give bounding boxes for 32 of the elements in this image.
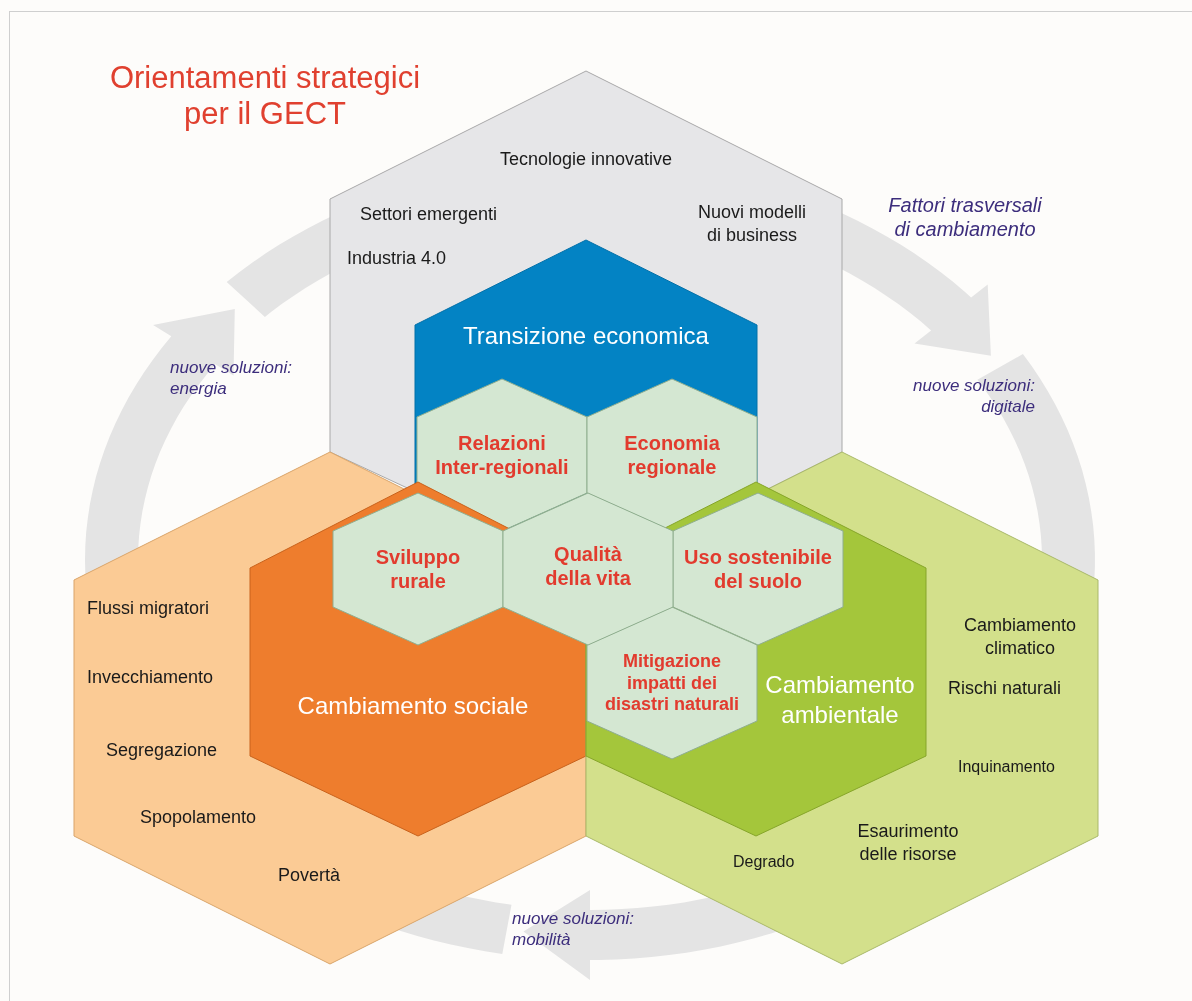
factor-label: Segregazione (106, 739, 218, 762)
factor-label: Tecnologie innovative (499, 148, 673, 172)
hexagon-label: Economia regionale (623, 431, 721, 479)
title: Orientamenti strategici per il GECT (108, 60, 422, 132)
hexagon-label: Sviluppo rurale (374, 545, 462, 593)
hexagon-label: Qualità della vita (544, 542, 632, 590)
factor-label: Nuovi modelli di business (696, 200, 807, 247)
factor-label: Povertà (278, 864, 341, 887)
hexagon-title: Cambiamento sociale (297, 691, 529, 721)
hexagon-cell (503, 493, 673, 645)
hexagon-label: Relazioni Inter-regionali (434, 431, 570, 479)
factor-label: Inquinamento (958, 757, 1055, 777)
hexagon-cell (673, 493, 843, 645)
hexagon-cell (333, 493, 503, 645)
solution-label: nuove soluzioni: energia (170, 357, 293, 400)
factor-label: Degrado (733, 852, 795, 872)
hexagon-label: Uso sostenibile del suolo (683, 545, 833, 593)
factor-label: Spopolamento (140, 806, 257, 829)
factor-label: Cambiamento climatico (962, 613, 1078, 660)
hexagon-label: Mitigazione impatti dei disastri naturali (603, 650, 740, 716)
factor-label: Esaurimento delle risorse (856, 819, 960, 866)
factor-label: Flussi migratori (87, 597, 210, 620)
factor-label: Industria 4.0 (347, 247, 447, 270)
factor-label: Invecchiamento (87, 666, 214, 689)
hexagon-title: Transizione economica (463, 321, 709, 351)
factor-label: Settori emergenti (360, 203, 498, 226)
solution-label: nuove soluzioni: digitale (912, 375, 1035, 418)
hexagon-cell (587, 607, 757, 759)
factor-label: Rischi naturali (948, 677, 1062, 700)
hexagon-title: Cambiamento ambientale (764, 670, 916, 730)
annotation-label: Fattori trasversali di cambiamento (887, 193, 1043, 241)
solution-label: nuove soluzioni: mobilità (512, 908, 635, 951)
